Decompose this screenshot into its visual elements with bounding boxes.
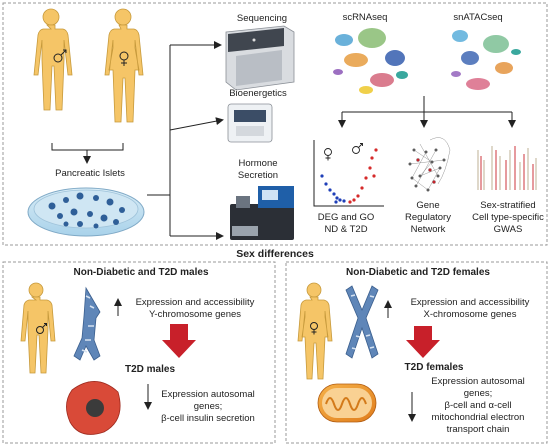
- hormone-label-line1: Hormone: [238, 158, 277, 169]
- male-symbol-icon: [53, 49, 67, 63]
- males-t2d-label: T2D males: [125, 364, 175, 375]
- gwas-label-line3: GWAS: [494, 224, 523, 235]
- gene-regulatory-network-icon: [408, 137, 451, 192]
- males-line2: Y-chromosome genes: [149, 309, 241, 320]
- grn-label-line3: Network: [411, 224, 446, 235]
- males-line5: β-cell insulin secretion: [161, 413, 255, 424]
- females-panel-header: Non-Diabetic and T2D females: [346, 267, 490, 278]
- sequencing-label: Sequencing: [237, 13, 287, 24]
- bioenergetics-label: Bioenergetics: [229, 88, 287, 99]
- males-line1: Expression and accessibility: [136, 297, 255, 308]
- females-t2d-label: T2D females: [405, 362, 464, 373]
- females-panel-border: [285, 261, 548, 444]
- female-body-figure-bottom: [297, 282, 333, 380]
- sequencer-icon: [225, 25, 295, 91]
- males-panel-border: [2, 261, 276, 444]
- males-red-arrow: [162, 324, 196, 358]
- male-body-figure: [33, 8, 73, 111]
- islets-to-assays-connector: [147, 45, 171, 236]
- males-line4: genes;: [194, 401, 223, 412]
- hormone-label-line2: Secretion: [238, 170, 278, 181]
- bioanalyzer-icon: [227, 103, 273, 143]
- females-red-arrow: [406, 326, 440, 358]
- females-line3: Expression autosomal: [431, 376, 524, 387]
- females-line5: β-cell and α-cell: [445, 400, 512, 411]
- scrnaseq-label: scRNAseq: [343, 12, 388, 23]
- petri-dish-icon: [27, 187, 145, 237]
- arrow-to-bioenergetics: [169, 117, 224, 131]
- males-panel-header: Non-Diabetic and T2D males: [73, 267, 208, 278]
- gwas-manhattan-icon: [477, 146, 537, 190]
- bodies-to-islets-connector: [51, 143, 124, 162]
- male-body-figure-bottom: [20, 282, 56, 374]
- pancreatic-islets-label: Pancreatic Islets: [55, 168, 125, 179]
- deg-label-line2: ND & T2D: [324, 224, 367, 235]
- gwas-label-line2: Cell type-specific: [472, 212, 544, 223]
- volcano-plot-icon: [313, 140, 384, 207]
- snatacseq-umap: [451, 30, 521, 90]
- mitochondrion-icon: [317, 383, 377, 423]
- y-chromosome-icon: [73, 286, 101, 361]
- deg-label-line1: DEG and GO: [318, 212, 375, 223]
- females-line1: Expression and accessibility: [411, 297, 530, 308]
- gwas-label-line1: Sex-stratified: [480, 200, 535, 211]
- females-line6: mitochondrial electron: [432, 412, 525, 423]
- scrnaseq-umap: [333, 28, 408, 94]
- males-line3: Expression autosomal: [161, 389, 254, 400]
- females-line4: genes;: [464, 388, 493, 399]
- females-line7: transport chain: [447, 424, 510, 435]
- grn-label-line1: Gene: [416, 200, 439, 211]
- umap-fork-connector: [342, 96, 512, 113]
- snatacseq-label: snATACseq: [453, 12, 502, 23]
- perifusion-system-icon: [230, 186, 294, 240]
- female-body-figure: [104, 8, 144, 123]
- male-symbol-icon-bottom: [36, 323, 47, 334]
- females-line2: X-chromosome genes: [424, 309, 517, 320]
- beta-cell-icon: [66, 381, 121, 435]
- grn-label-line2: Regulatory: [405, 212, 451, 223]
- female-symbol-icon-bottom: [310, 322, 318, 335]
- x-chromosome-icon: [345, 285, 379, 359]
- section-title: Sex differences: [236, 248, 314, 260]
- female-symbol-icon: [119, 51, 129, 66]
- top-panel-border: [2, 2, 548, 246]
